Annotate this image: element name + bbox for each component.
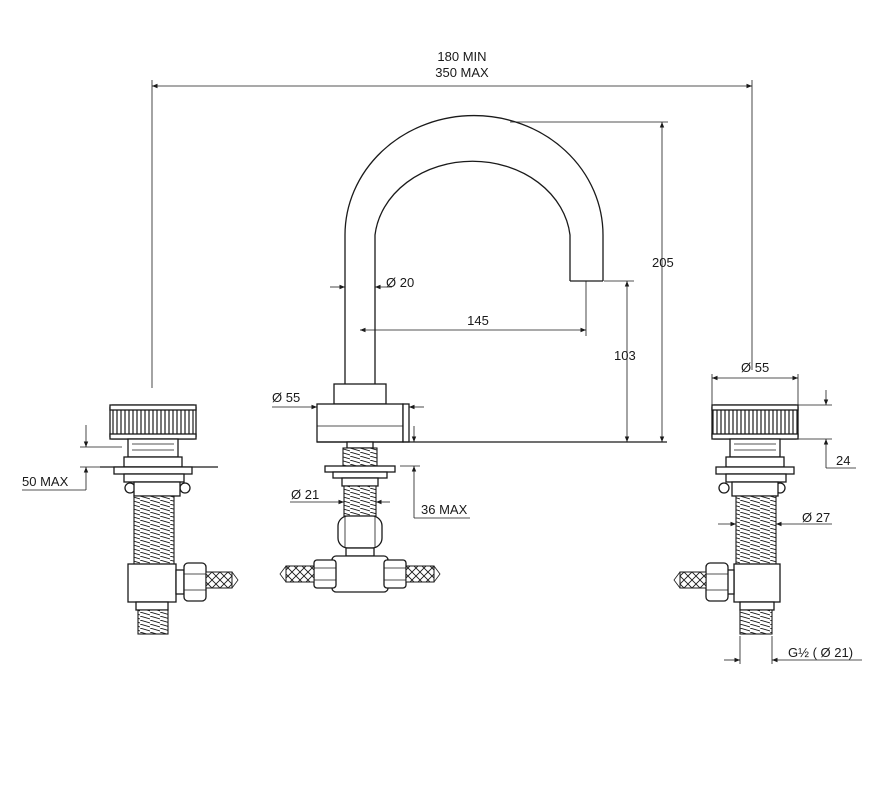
right-tail-thread [739, 609, 773, 635]
spout-base-upper [333, 383, 387, 405]
left-valve-body [127, 563, 177, 603]
spout-right-nut [383, 559, 407, 589]
left-hose [205, 571, 233, 589]
spout-lower-thread [343, 485, 377, 517]
overall-min-label: 180 MIN [437, 49, 486, 64]
spout-dimensions: Ø 20 145 103 205 Ø 55 36 MAX Ø 21 [272, 121, 674, 519]
spout-height-outlet-label: 103 [614, 348, 636, 363]
spout-neck-outer [344, 114, 604, 384]
connection-thread-label: G½ ( Ø 21) [788, 645, 853, 660]
spout-right-hose [405, 565, 435, 583]
left-side-nut [183, 562, 207, 602]
base-diameter-label: Ø 55 [272, 390, 300, 405]
spout-reach-label: 145 [467, 313, 489, 328]
spout-left-nut [313, 559, 337, 589]
right-shank-thread [735, 495, 777, 565]
left-deck-max-label: 50 MAX [22, 474, 69, 489]
right-hose [679, 571, 707, 589]
spout-assembly [279, 114, 667, 593]
spout-diameter-label: Ø 20 [386, 275, 414, 290]
left-tail-thread [137, 609, 169, 635]
right-dimensions: Ø 55 24 Ø 27 G½ ( Ø 21) [711, 360, 862, 664]
spout-height-total-label: 205 [652, 255, 674, 270]
spout-shank-thread [342, 447, 378, 467]
spout-t-connector [331, 555, 389, 593]
right-valve-body [733, 563, 781, 603]
overall-max-label: 350 MAX [435, 65, 489, 80]
left-shank-thread [133, 495, 175, 565]
spout-base-right-cap [402, 403, 410, 443]
handle-height-label: 24 [836, 453, 850, 468]
spout-neck-inner [374, 160, 571, 384]
center-deck-max-label: 36 MAX [421, 502, 468, 517]
left-deck-washer [113, 466, 193, 475]
right-side-nut [705, 562, 729, 602]
right-deck-washer [715, 466, 795, 475]
left-handle-valve [100, 404, 239, 635]
overall-width-dimension: 180 MIN 350 MAX [151, 49, 753, 388]
right-shank-diameter-label: Ø 27 [802, 510, 830, 525]
handle-diameter-label: Ø 55 [741, 360, 769, 375]
spout-left-hose [285, 565, 315, 583]
spout-back-nut [324, 465, 396, 473]
spout-base [316, 403, 404, 443]
left-dimensions: 50 MAX [22, 425, 122, 491]
center-shank-diameter-label: Ø 21 [291, 487, 319, 502]
right-handle-valve [673, 404, 799, 635]
